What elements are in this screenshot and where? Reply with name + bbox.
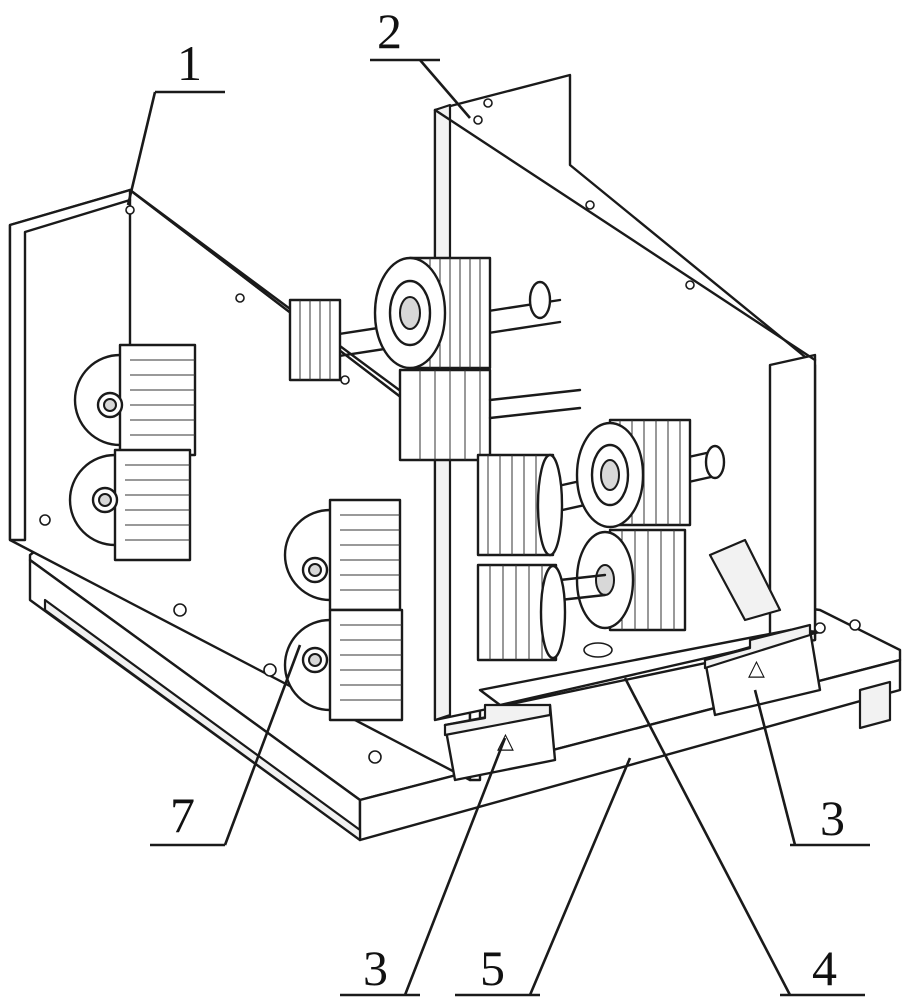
frame-hole — [341, 376, 349, 384]
frame-hole — [586, 201, 594, 209]
frame-hole — [236, 294, 244, 302]
roller-upper-front — [375, 258, 490, 368]
callout-2: 2 — [377, 3, 402, 59]
roller-front-lower — [478, 565, 565, 660]
roller-right-upper — [577, 420, 690, 527]
frame-hole — [474, 116, 482, 124]
roller-front-upper — [478, 455, 562, 555]
frame-hole — [686, 281, 694, 289]
callout-5: 5 — [480, 940, 505, 996]
frame-hole — [126, 206, 134, 214]
callout-1: 1 — [177, 35, 202, 91]
callout-3-right: 3 — [820, 790, 845, 846]
callout-7: 7 — [170, 787, 195, 843]
callout-3-front: 3 — [363, 940, 388, 996]
roller-upper-back — [290, 300, 340, 380]
clamp-marker: △ — [748, 655, 765, 680]
frame-hole — [484, 99, 492, 107]
callout-4: 4 — [812, 940, 837, 996]
